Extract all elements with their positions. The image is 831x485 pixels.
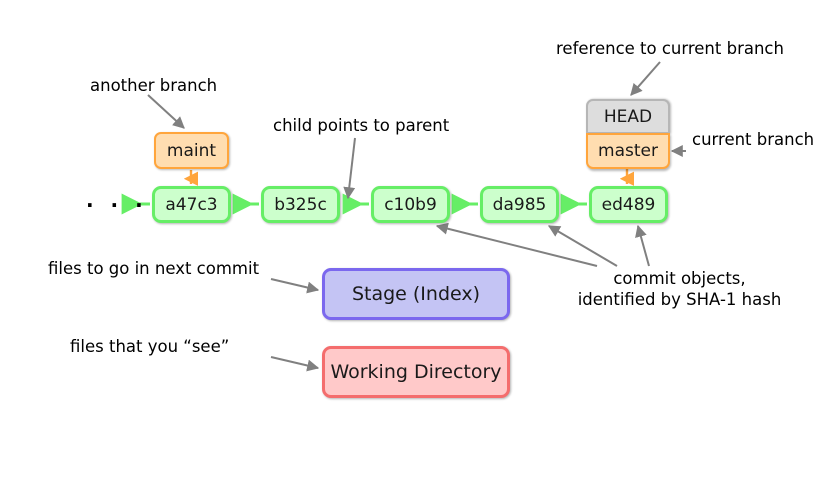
arrow-commit-objects-to-c10b9 (435, 222, 598, 267)
commit-label: c10b9 (384, 194, 437, 215)
working-directory-node[interactable]: Working Directory (322, 346, 510, 398)
commit-node-a47c3[interactable]: a47c3 (152, 186, 231, 223)
branch-node-master[interactable]: master (586, 133, 670, 169)
branch-label: maint (166, 140, 217, 161)
annotation-arrows (147, 61, 686, 372)
stage-index-node[interactable]: Stage (Index) (322, 268, 510, 320)
annotation-current-branch: current branch (692, 130, 815, 149)
history-ellipsis: · · · (86, 193, 148, 217)
annotation-commit-objects-line1: commit objects, (613, 269, 746, 288)
head-node[interactable]: HEAD (586, 99, 670, 134)
commit-node-b325c[interactable]: b325c (261, 186, 340, 223)
stage-index-label: Stage (Index) (351, 283, 481, 305)
arrow-files-next-commit-to-stage (270, 278, 320, 294)
annotation-commit-objects: commit objects, identified by SHA-1 hash (567, 268, 792, 310)
arrow-child-points-to-parent-to-chain (343, 137, 356, 200)
annotation-another-branch: another branch (90, 76, 218, 95)
working-directory-label: Working Directory (330, 361, 502, 383)
arrow-reference-to-current-branch-to-head (630, 61, 661, 96)
annotation-files-next-commit: files to go in next commit (48, 259, 260, 278)
annotation-child-points-to-parent: child points to parent (273, 116, 450, 135)
arrow-commit-objects-to-da985 (547, 225, 618, 267)
commit-label: a47c3 (165, 194, 218, 215)
arrow-commit-objects-to-ed489 (635, 224, 650, 267)
branch-label: master (598, 141, 658, 161)
arrow-files-you-see-to-workdir (270, 356, 320, 372)
branch-node-maint[interactable]: maint (154, 132, 229, 169)
commit-node-c10b9[interactable]: c10b9 (371, 186, 450, 223)
annotation-reference-to-current-branch: reference to current branch (556, 39, 784, 58)
commit-label: ed489 (601, 194, 656, 215)
commit-node-da985[interactable]: da985 (480, 186, 559, 223)
annotation-commit-objects-line2: identified by SHA-1 hash (577, 290, 782, 309)
commit-label: b325c (274, 194, 327, 215)
head-label: HEAD (603, 106, 653, 127)
arrow-another-branch-to-maint (147, 94, 185, 129)
branch-pointer-arrows (183, 169, 635, 186)
commit-node-ed489[interactable]: ed489 (589, 186, 668, 223)
annotation-files-you-see: files that you “see” (70, 337, 230, 356)
commit-label: da985 (492, 194, 547, 215)
